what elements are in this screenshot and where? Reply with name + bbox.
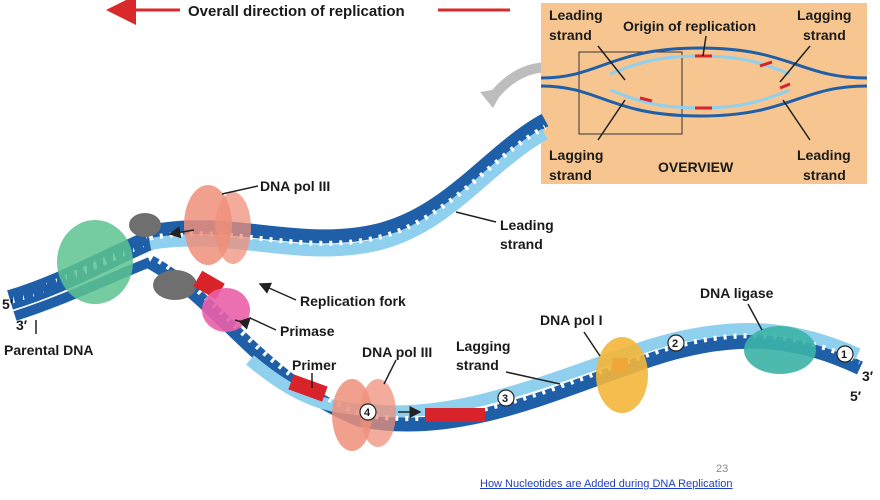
overview-leading-right: Leading strand: [797, 147, 855, 183]
primer: [288, 374, 328, 402]
svg-text:4: 4: [364, 407, 371, 419]
label-replication-fork: Replication fork: [300, 293, 406, 309]
label-leading-strand: Leading strand: [500, 217, 558, 252]
svg-text:2: 2: [672, 338, 678, 350]
label-dna-pol-i: DNA pol I: [540, 312, 602, 328]
svg-text:3: 3: [502, 393, 508, 405]
label-dna-pol-iii-top: DNA pol III: [260, 178, 330, 194]
overview-lagging-left: Lagging strand: [549, 147, 607, 183]
step-marker-1: 1: [836, 345, 854, 363]
label-5prime-left: 5′: [2, 296, 14, 312]
svg-text:1: 1: [841, 349, 847, 361]
primase: [202, 288, 250, 332]
overview-caption: OVERVIEW: [658, 159, 734, 175]
step-marker-4: 4: [359, 403, 377, 421]
label-parental-dna: Parental DNA: [4, 342, 93, 358]
overview-panel: [540, 3, 868, 184]
dna-pol-i: [596, 337, 648, 413]
label-5prime-right: 5′: [850, 388, 862, 404]
dna-pol-iii-bottom: [332, 379, 372, 451]
label-primer: Primer: [292, 357, 337, 373]
step-marker-2: 2: [667, 334, 685, 352]
helicase: [57, 220, 133, 304]
single-strand-binding-protein: [129, 213, 161, 237]
overview-origin-label: Origin of replication: [623, 18, 756, 34]
overview-leading-left: Leading strand: [549, 7, 607, 43]
label-3prime-left: 3′: [16, 317, 28, 333]
label-primase: Primase: [280, 323, 335, 339]
slide-number: 23: [716, 463, 729, 475]
label-3prime-right: 3′: [862, 368, 874, 384]
animation-link[interactable]: How Nucleotides are Added during DNA Rep…: [480, 478, 733, 490]
step-marker-3: 3: [497, 389, 515, 407]
label-dna-pol-iii-bottom: DNA pol III: [362, 344, 432, 360]
dna-ligase: [744, 326, 816, 374]
overview-lagging-right: Lagging strand: [797, 7, 855, 43]
label-lagging-strand: Lagging strand: [456, 338, 514, 373]
direction-label: Overall direction of replication: [188, 3, 405, 20]
label-dna-ligase: DNA ligase: [700, 285, 774, 301]
